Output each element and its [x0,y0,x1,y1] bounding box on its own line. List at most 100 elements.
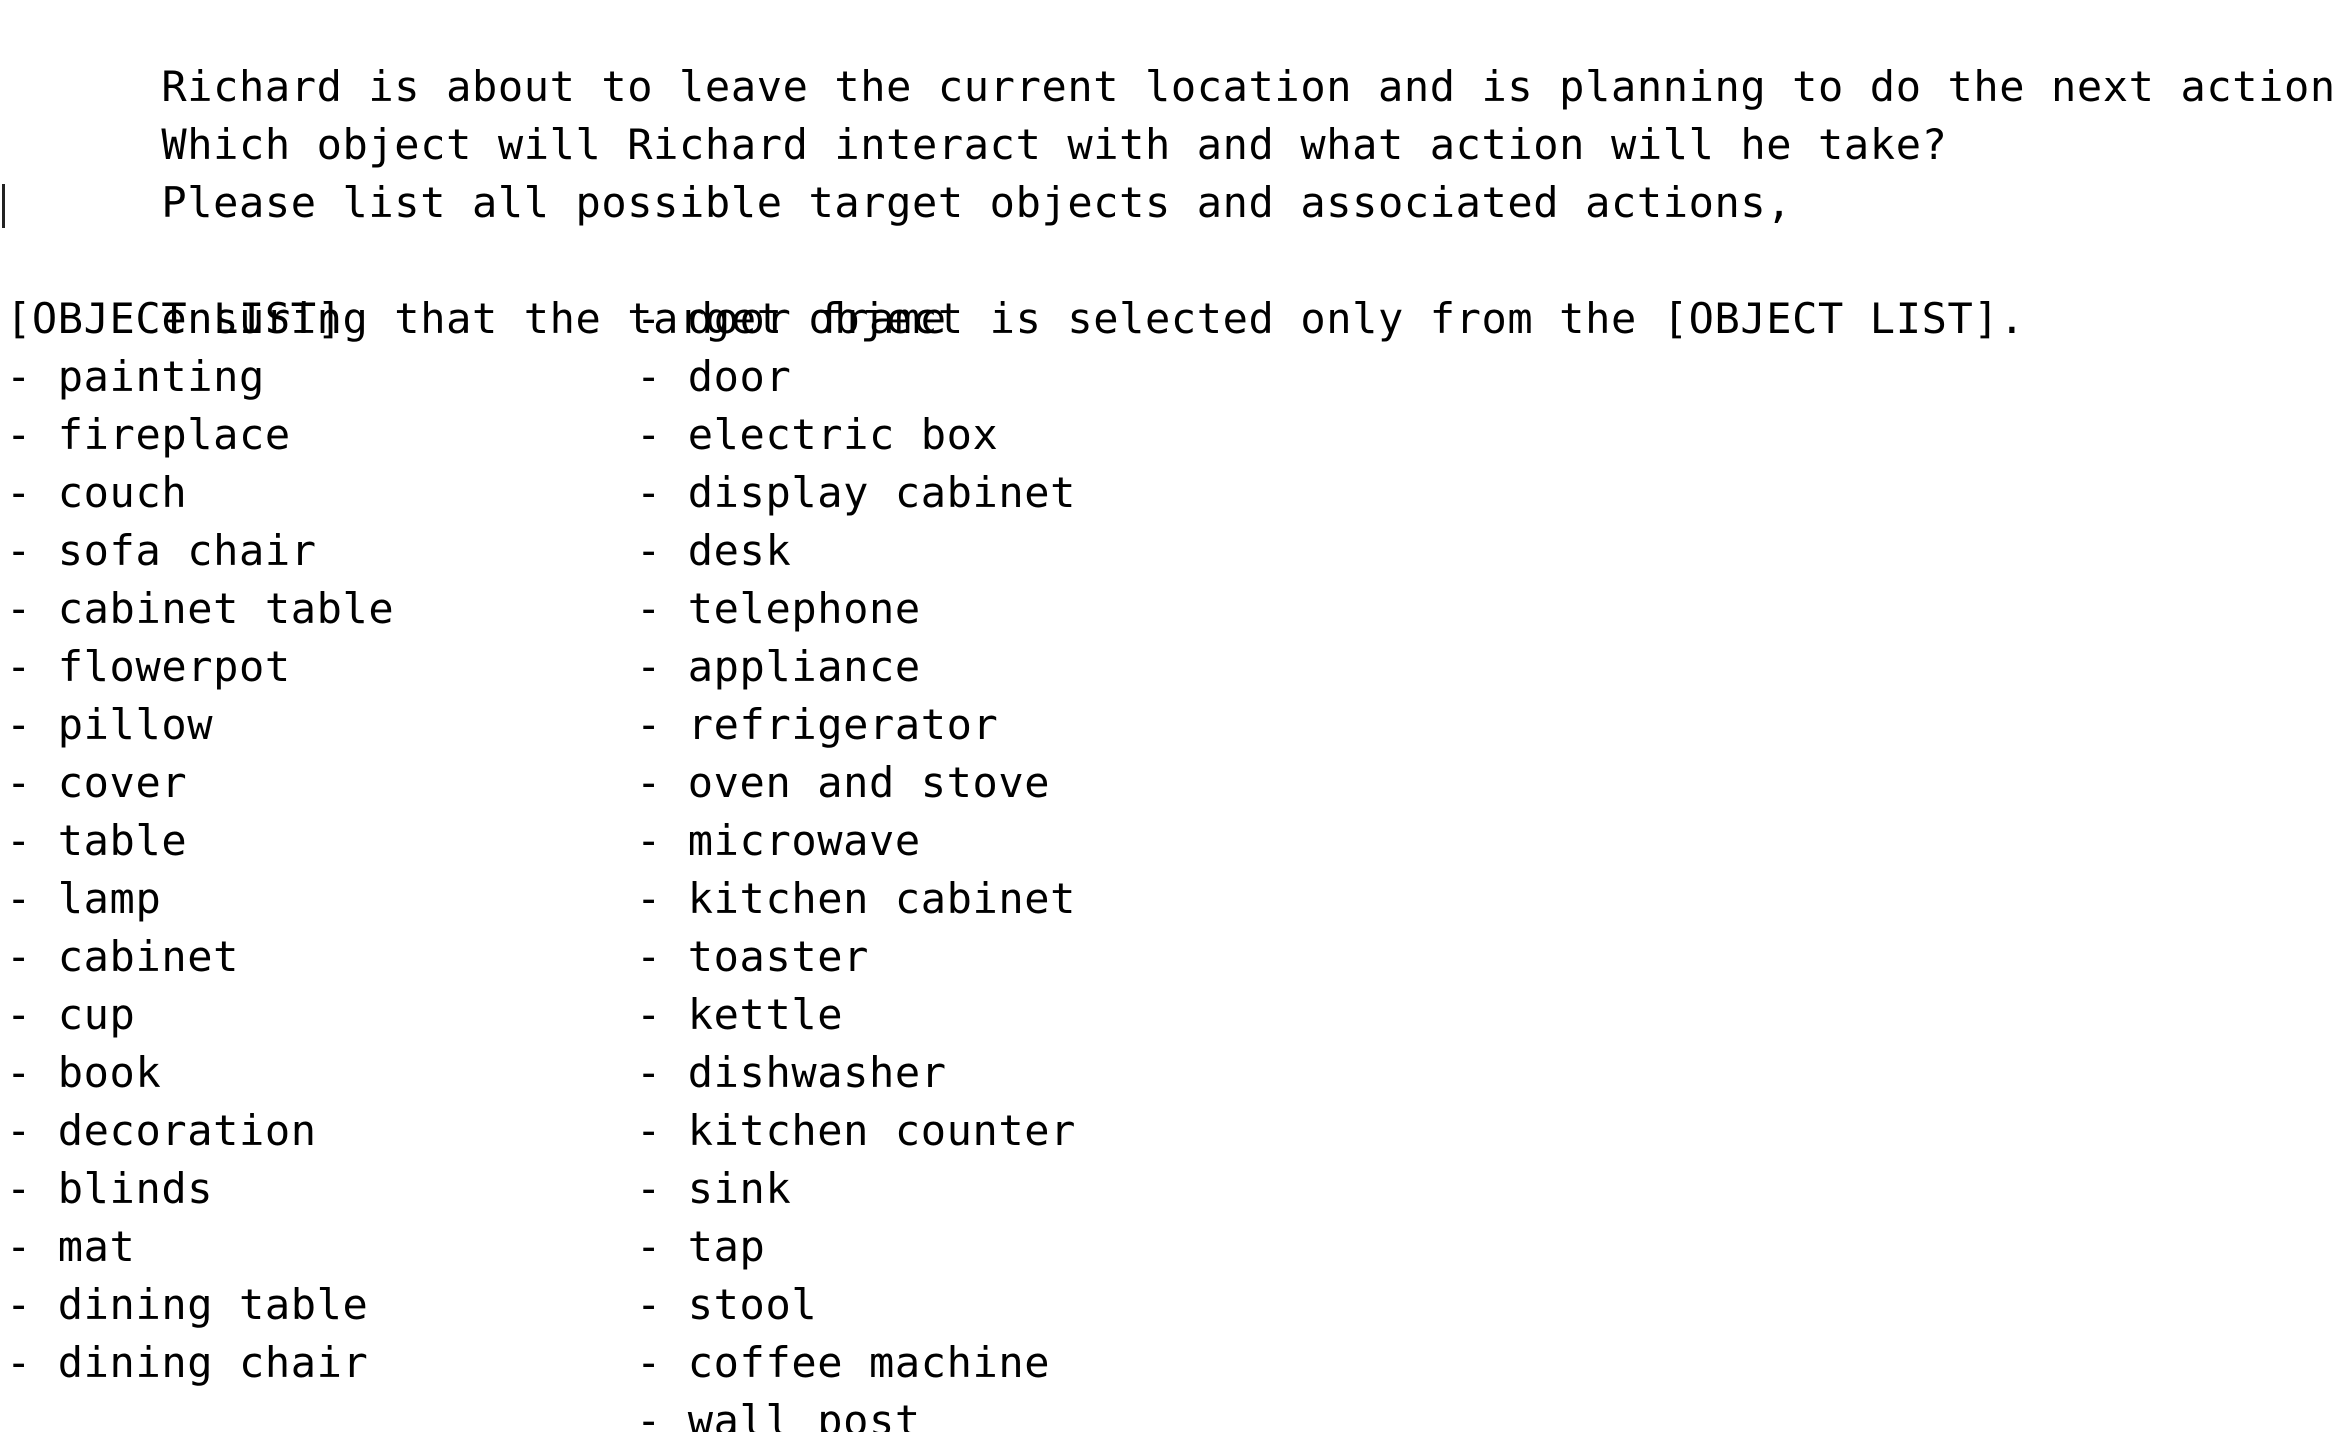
list-bullet: - [636,1048,688,1097]
list-bullet: - [636,1164,688,1213]
list-bullet: - [636,816,688,865]
object-list-item: - cover [6,754,420,812]
object-list-item: - stool [636,1276,1536,1334]
list-bullet: - [6,1222,58,1271]
object-list-item: - decoration [6,1102,420,1160]
object-list-item: - tap [636,1218,1536,1276]
list-bullet: - [636,1280,688,1329]
object-list-item-label: stool [687,1280,818,1329]
prompt-line-2-text: Which object will Richard interact with … [161,120,1948,169]
object-list-left-column: [OBJECT LIST] - painting- fireplace- cou… [6,290,420,1432]
object-list-item-label: display cabinet [687,468,1077,517]
object-list-item-label: dining chair [57,1338,369,1387]
object-list-item: - book [6,1044,420,1102]
object-list-item: - pillow [6,696,420,754]
list-bullet: - [636,584,688,633]
object-list-item-label: fireplace [57,410,291,459]
list-bullet: - [636,1106,688,1155]
object-list-item: - kitchen cabinet [636,870,1536,928]
list-bullet: - [636,1396,688,1432]
prompt-paragraph: Richard is about to leave the current lo… [0,0,2340,343]
list-bullet: - [6,584,58,633]
object-list-item: - appliance [636,638,1536,696]
object-list-item-label: wall post [687,1396,921,1432]
object-list-item-label: cover [57,758,188,807]
object-list-heading: [OBJECT LIST] [6,294,343,343]
prompt-line-4-text: ensuring that the target object is selec… [161,294,2026,343]
object-list-item-label: blinds [57,1164,214,1213]
object-list-right-column: - door frame- door- electric box- displa… [636,290,1536,1432]
object-list-item: - table [6,812,420,870]
list-bullet: - [6,642,58,691]
text-caret [2,184,5,228]
object-list-item: - blinds [6,1160,420,1218]
object-list-item: - dining chair [6,1334,420,1392]
object-list-item-label: oven and stove [687,758,1051,807]
object-list-left-items: - painting- fireplace- couch- sofa chair… [6,348,420,1392]
object-list-item: - door frame [636,290,1536,348]
object-list-item: - dishwasher [636,1044,1536,1102]
list-bullet: - [636,642,688,691]
object-list-item-label: couch [57,468,188,517]
object-list-item: - mat [6,1218,420,1276]
object-list-item-label: dining table [57,1280,369,1329]
object-list-item: - dining table [6,1276,420,1334]
object-list-item-label: cup [57,990,136,1039]
list-bullet: - [6,468,58,517]
object-list-item-label: appliance [687,642,921,691]
object-list-item: - kitchen counter [636,1102,1536,1160]
object-list-item-label: microwave [687,816,921,865]
object-list-item-label: cabinet [57,932,239,981]
object-list-item-label: cabinet table [57,584,395,633]
object-list-item-label: painting [57,352,265,401]
object-list-right-items: - door frame- door- electric box- displa… [636,290,1536,1432]
prompt-line-2: Which object will Richard interact with … [0,58,2340,169]
object-list-item: - electric box [636,406,1536,464]
object-list-item-label: kettle [687,990,844,1039]
object-list-item-label: coffee machine [687,1338,1051,1387]
list-bullet: - [636,526,688,575]
object-list-item: - sink [636,1160,1536,1218]
object-list-item-label: pillow [57,700,214,749]
list-bullet: - [636,410,688,459]
object-list-item: - sofa chair [6,522,420,580]
list-bullet: - [6,1106,58,1155]
list-bullet: - [6,1280,58,1329]
prompt-line-1-text: Richard is about to leave the current lo… [161,62,2340,111]
list-bullet: - [6,1338,58,1387]
list-bullet: - [636,700,688,749]
prompt-line-4: ensuring that the target object is selec… [0,174,2340,343]
list-bullet: - [636,758,688,807]
list-bullet: - [6,758,58,807]
list-bullet: - [6,700,58,749]
prompt-line-3-text: Please list all possible target objects … [161,178,1793,227]
object-list-item-label: kitchen cabinet [687,874,1077,923]
object-list-item-label: table [57,816,188,865]
list-bullet: - [6,410,58,459]
object-list-item: - fireplace [6,406,420,464]
object-list-item: - display cabinet [636,464,1536,522]
object-list-item-label: book [57,1048,162,1097]
object-list-item-label: telephone [687,584,921,633]
object-list-item-label: refrigerator [687,700,999,749]
object-list-item-label: sofa chair [57,526,317,575]
object-list-item: - couch [6,464,420,522]
list-bullet: - [636,468,688,517]
prompt-line-3: Please list all possible target objects … [0,116,2340,227]
object-list-item: - kettle [636,986,1536,1044]
object-list-item-label: tap [687,1222,766,1271]
object-list-item-label: door [687,352,792,401]
list-bullet: - [6,874,58,923]
object-list-item-label: mat [57,1222,136,1271]
object-list-item: - microwave [636,812,1536,870]
object-list: [OBJECT LIST] - painting- fireplace- cou… [0,290,2340,1432]
object-list-item: - coffee machine [636,1334,1536,1392]
list-bullet: - [636,294,688,343]
list-bullet: - [6,526,58,575]
object-list-item-label: lamp [57,874,162,923]
object-list-item: - door [636,348,1536,406]
object-list-item-label: sink [687,1164,792,1213]
list-bullet: - [6,816,58,865]
list-bullet: - [636,990,688,1039]
list-bullet: - [636,1338,688,1387]
